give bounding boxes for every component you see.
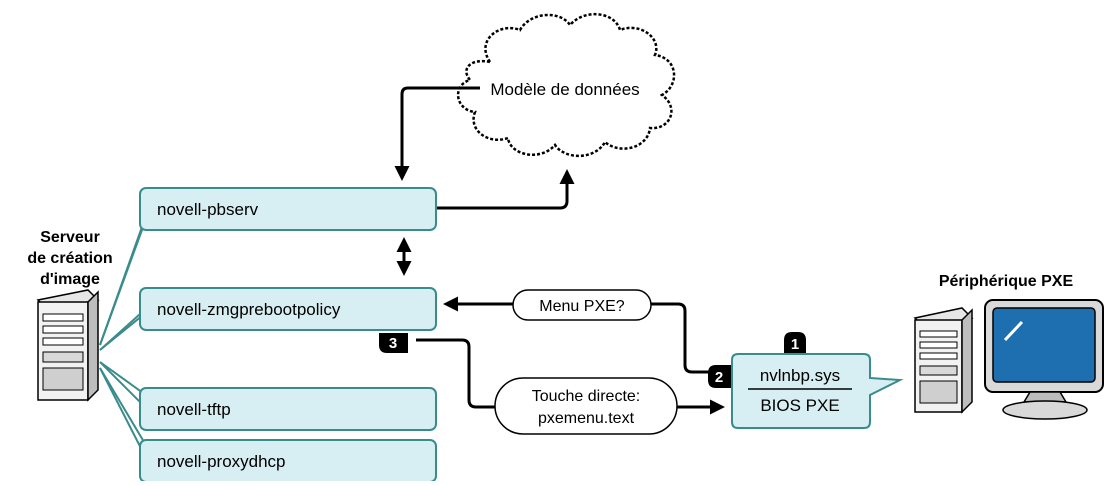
service-label-tftp: novell-tftp xyxy=(157,400,231,419)
cloud-icon xyxy=(457,12,676,158)
bubble-direct-line1: Touche directe: xyxy=(532,388,641,405)
connector-menu-request xyxy=(443,296,738,374)
service-label-zmgprebootpolicy: novell-zmgprebootpolicy xyxy=(157,300,341,319)
service-label-proxydhcp: novell-proxydhcp xyxy=(157,452,286,471)
service-box-pbserv: novell-pbserv xyxy=(139,187,437,231)
bubble-menu-label: Menu PXE? xyxy=(539,298,624,315)
pxe-box-bottom-label: BIOS PXE xyxy=(760,396,839,415)
data-model-cloud: Modèle de données xyxy=(457,12,676,158)
service-box-zmgprebootpolicy: novell-zmgprebootpolicy xyxy=(139,287,437,331)
server-title-line3: d'image xyxy=(40,271,100,288)
connector-direct-key xyxy=(416,338,725,415)
badge-2: 2 xyxy=(708,365,731,388)
server-tower-icon xyxy=(36,289,100,402)
pxe-box-top-label: nvlnbp.sys xyxy=(760,366,840,385)
bubble-direct-line2: pxemenu.text xyxy=(538,410,635,427)
service-box-proxydhcp: novell-proxydhcp xyxy=(139,439,437,483)
server-title-line1: Serveur xyxy=(40,229,100,246)
device-title: Périphérique PXE xyxy=(939,273,1074,290)
badge-1-label: 1 xyxy=(791,336,799,353)
bubble-menu-pxe: Menu PXE? xyxy=(512,289,652,321)
service-label-pbserv: novell-pbserv xyxy=(157,200,259,219)
computer-monitor-icon xyxy=(913,299,1104,420)
cloud-label: Modèle de données xyxy=(490,80,639,99)
pxe-box: nvlnbp.sys BIOS PXE xyxy=(731,353,904,429)
connector-pbserv-to-cloud xyxy=(436,169,575,210)
service-box-tftp: novell-tftp xyxy=(139,387,437,431)
connector-cloud-to-pbserv xyxy=(394,86,480,181)
badge-3: 3 xyxy=(379,333,408,353)
server-title: Serveur de création d'image xyxy=(27,229,112,288)
badge-3-label: 3 xyxy=(389,335,397,352)
bubble-direct-key: Touche directe: pxemenu.text xyxy=(494,377,678,435)
server-title-line2: de création xyxy=(27,250,112,267)
badge-2-label: 2 xyxy=(715,369,723,386)
badge-1: 1 xyxy=(784,332,806,353)
